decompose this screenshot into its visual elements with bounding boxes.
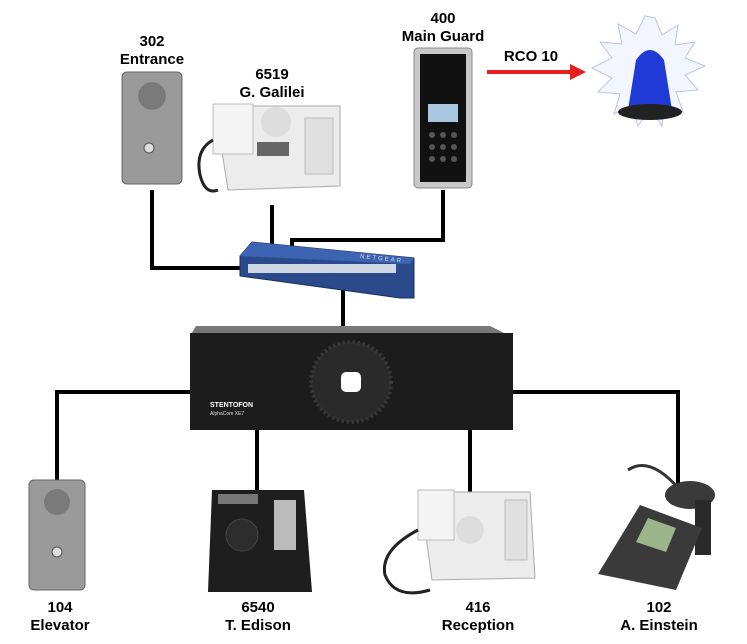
- device-name: Entrance: [119, 51, 185, 68]
- svg-text:STENTOFON: STENTOFON: [210, 402, 253, 409]
- device-name: Elevator: [30, 617, 90, 634]
- main-guard-intercom-image: [413, 47, 473, 189]
- svg-text:AlphaCom XE7: AlphaCom XE7: [210, 411, 244, 417]
- device-name: Reception: [441, 617, 515, 634]
- alphacom-xe7-server-image: STENTOFON AlphaCom XE7: [190, 326, 513, 430]
- device-name: T. Edison: [225, 617, 291, 634]
- cables: [55, 190, 680, 492]
- cable-entrance: [150, 190, 248, 270]
- device-number: 6540: [241, 599, 275, 616]
- einstein-gooseneck-station-image: [598, 464, 715, 590]
- device-name: Main Guard: [401, 28, 485, 45]
- entrance-intercom-image: [121, 71, 183, 185]
- device-number: 302: [139, 33, 165, 50]
- cable-einstein: [512, 390, 680, 490]
- relay-label: RCO 10: [503, 48, 559, 65]
- galilei-desk-station-image: [197, 103, 341, 193]
- device-number: 6519: [255, 66, 289, 83]
- device-number: 400: [430, 10, 456, 27]
- cable-elevator: [55, 390, 192, 482]
- device-name: G. Galilei: [239, 84, 305, 101]
- elevator-intercom-image: [28, 479, 86, 591]
- network-switch-image: NETGEAR: [239, 241, 415, 299]
- beacon-icon: [590, 15, 707, 128]
- device-name: A. Einstein: [620, 617, 698, 634]
- edison-desk-station-image: [208, 490, 312, 592]
- device-number: 104: [47, 599, 73, 616]
- device-number: 416: [465, 599, 491, 616]
- svg-text:NETGEAR: NETGEAR: [360, 254, 403, 264]
- relay-arrow: [487, 64, 586, 80]
- reception-desk-station-image: [382, 489, 536, 595]
- device-number: 102: [646, 599, 672, 616]
